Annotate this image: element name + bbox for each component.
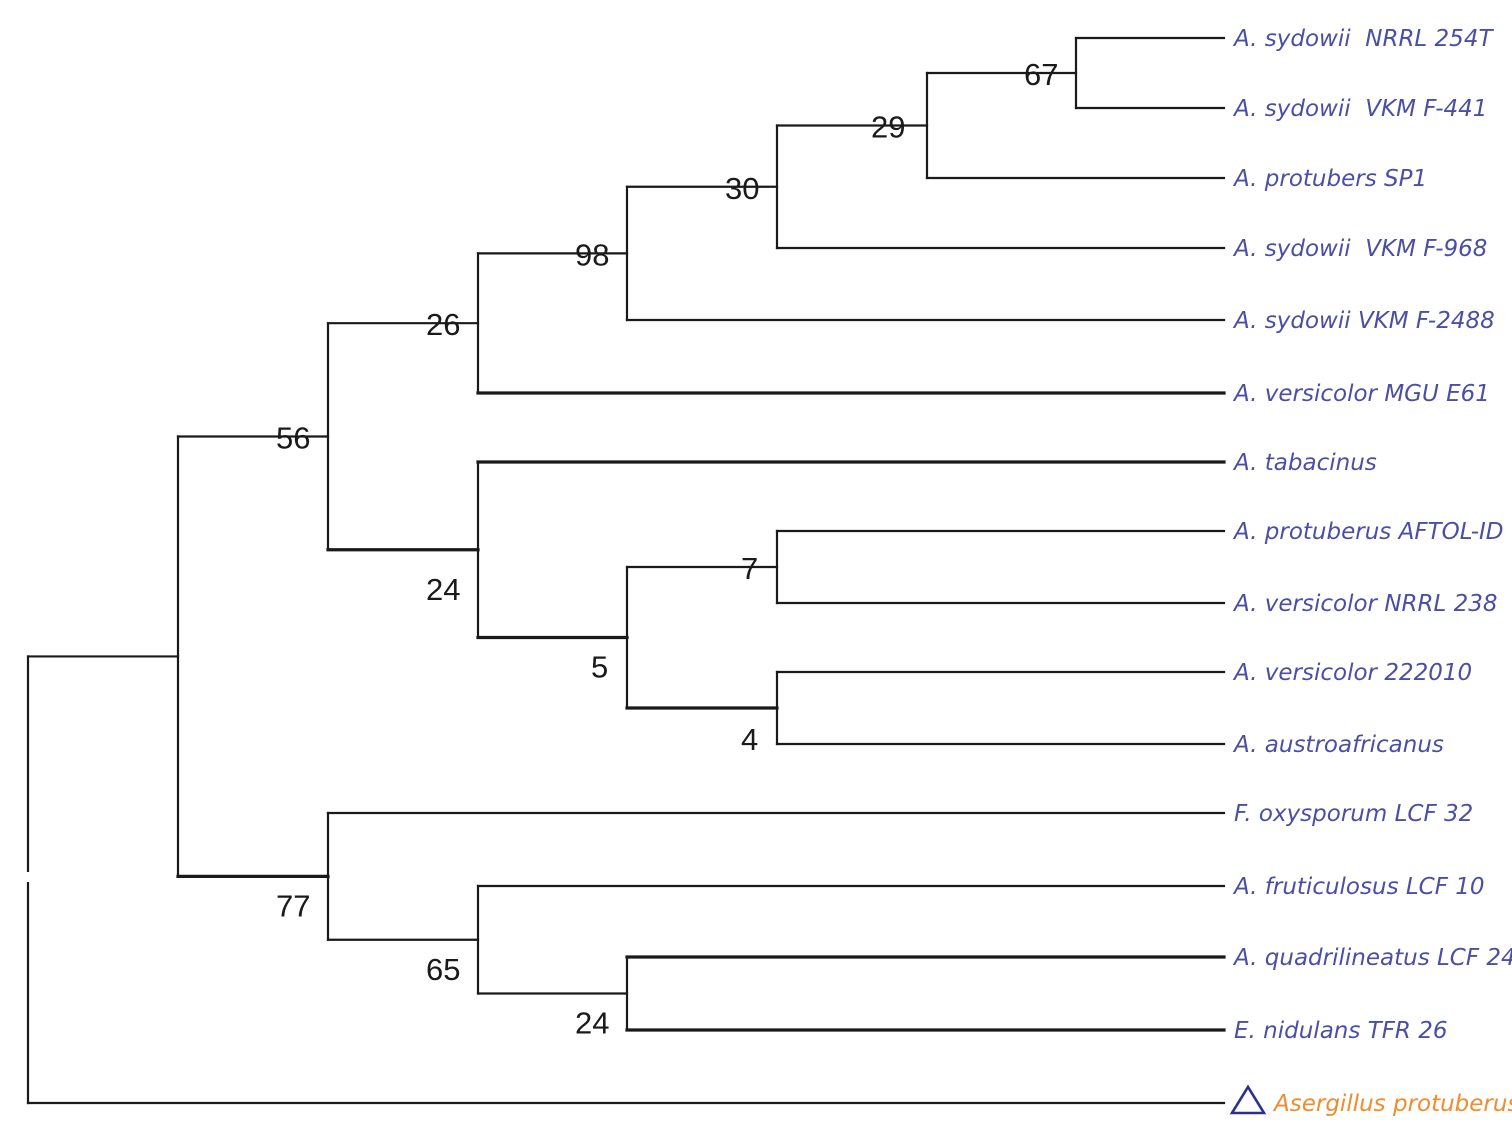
support-value: 7 bbox=[741, 551, 758, 586]
support-value: 26 bbox=[426, 307, 460, 342]
taxon-label: A. austroafricanus bbox=[1232, 732, 1444, 758]
taxon-label: A. sydowii VKM F-968 bbox=[1232, 236, 1487, 262]
triangle-outline-icon bbox=[1229, 1084, 1267, 1115]
taxon-label: A. tabacinus bbox=[1232, 450, 1377, 476]
support-value: 67 bbox=[1024, 57, 1058, 92]
support-value: 77 bbox=[276, 888, 310, 923]
taxon-label: F. oxysporum LCF 32 bbox=[1234, 801, 1473, 827]
taxon-label: A. fruticulosus LCF 10 bbox=[1232, 874, 1485, 900]
support-value: 24 bbox=[426, 572, 460, 607]
taxon-label: E. nidulans TFR 26 bbox=[1234, 1018, 1448, 1044]
support-value: 30 bbox=[725, 171, 759, 206]
taxon-label: A. sydowii VKM F-2488 bbox=[1232, 308, 1495, 334]
taxon-label: A. quadrilineatus LCF 24 bbox=[1232, 945, 1512, 971]
support-value: 4 bbox=[741, 722, 758, 757]
support-value: 5 bbox=[591, 650, 608, 685]
taxon-label: A. versicolor NRRL 238 bbox=[1232, 591, 1498, 617]
support-value: 98 bbox=[575, 237, 609, 272]
outgroup-label: Asergillus protuberus bbox=[1272, 1091, 1512, 1117]
support-value: 65 bbox=[426, 952, 460, 987]
support-value: 24 bbox=[575, 1006, 609, 1041]
taxon-label: A. sydowii VKM F-441 bbox=[1232, 96, 1487, 122]
support-value: 56 bbox=[276, 420, 310, 455]
taxon-label: A. protuberus AFTOL-ID bbox=[1232, 519, 1504, 545]
taxon-label: A. versicolor 222010 bbox=[1232, 660, 1472, 686]
support-value: 29 bbox=[871, 110, 905, 145]
taxon-label: A. protubers SP1 bbox=[1232, 166, 1427, 192]
root-line-gap bbox=[24, 872, 33, 882]
taxon-label: A. versicolor MGU E61 bbox=[1232, 381, 1490, 407]
taxon-label: A. sydowii NRRL 254T bbox=[1232, 26, 1494, 52]
